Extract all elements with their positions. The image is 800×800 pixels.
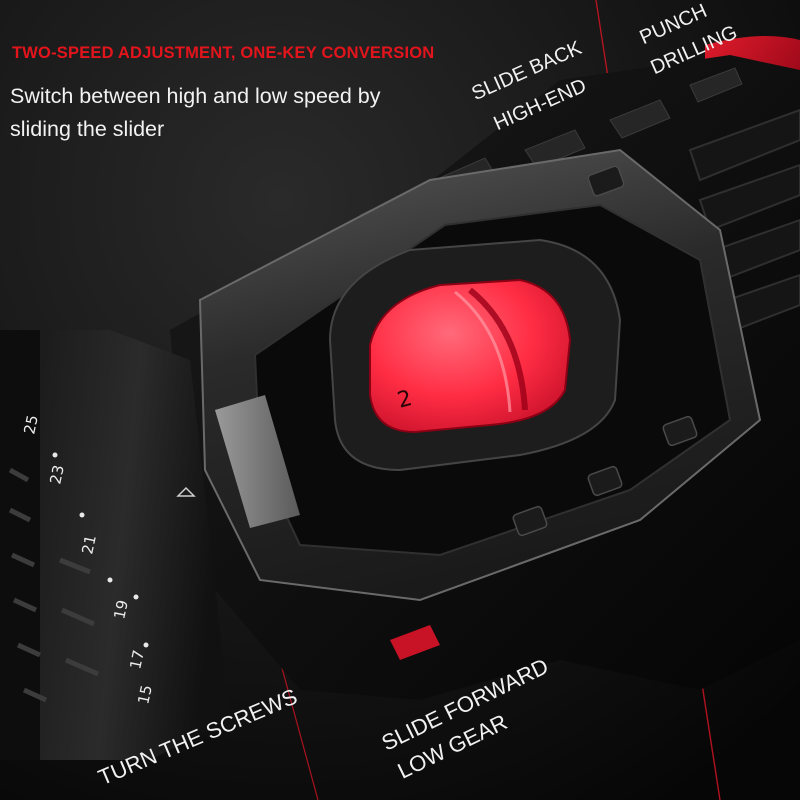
scale-19: 19 — [110, 598, 132, 620]
red-accent — [390, 625, 440, 660]
scale-dots — [52, 452, 149, 648]
collar-teeth — [8, 467, 100, 703]
torque-scale: 15 17 19 21 23 25 — [20, 413, 156, 705]
torque-collar[interactable]: 15 17 19 21 23 25 — [0, 330, 230, 760]
scale-21: 21 — [78, 533, 100, 555]
scale-25: 25 — [20, 413, 42, 435]
scale-15: 15 — [134, 683, 156, 705]
housing-ribs-side — [688, 108, 800, 332]
switch-label: 2 — [395, 386, 415, 414]
scale-pointer — [176, 486, 196, 497]
description-line-2: sliding the slider — [10, 117, 165, 141]
headline: TWO-SPEED ADJUSTMENT, ONE-KEY CONVERSION — [12, 44, 435, 62]
speed-switch[interactable]: 2 — [369, 278, 572, 434]
metal-plate — [215, 395, 300, 528]
scale-23: 23 — [46, 463, 68, 485]
description-line-1: Switch between high and low speed by — [10, 84, 381, 108]
scale-17: 17 — [126, 648, 148, 670]
housing-bolts — [512, 165, 698, 537]
